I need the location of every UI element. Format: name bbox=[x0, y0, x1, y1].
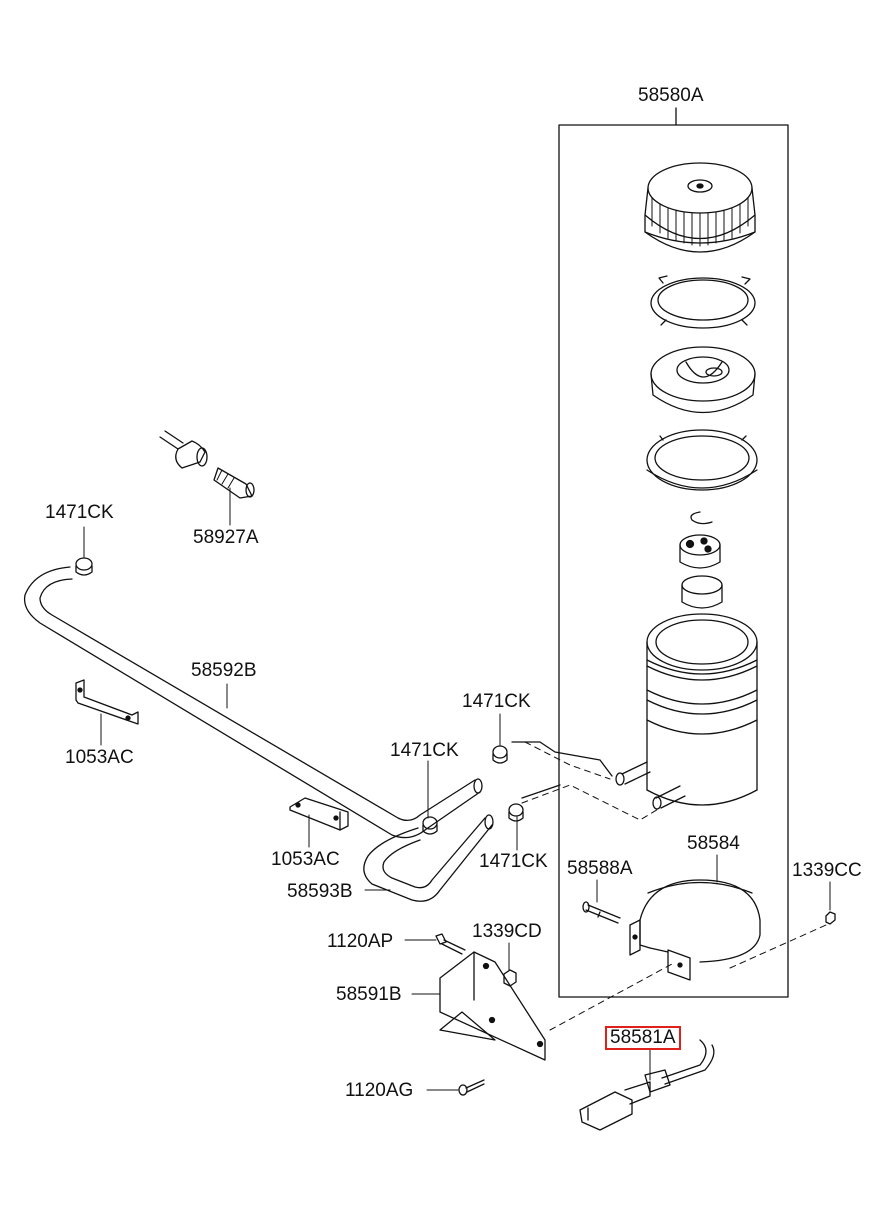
reservoir-assembly-frame bbox=[558, 124, 789, 998]
bracket-58591B bbox=[439, 951, 546, 1061]
label-58588A: 58588A bbox=[567, 858, 633, 879]
clamp-1471CK-a bbox=[75, 557, 93, 576]
nut-1339CC bbox=[825, 911, 836, 925]
label-1053AC-a: 1053AC bbox=[65, 747, 134, 768]
label-58593B: 58593B bbox=[287, 881, 353, 902]
label-1471CK-d: 1471CK bbox=[479, 851, 548, 872]
screw-1120AG bbox=[458, 1079, 485, 1096]
rubber-bushing bbox=[681, 575, 723, 609]
strainer bbox=[650, 346, 756, 414]
label-1053AC-b: 1053AC bbox=[271, 849, 340, 870]
label-1471CK-b: 1471CK bbox=[462, 691, 531, 712]
label-58591B: 58591B bbox=[336, 984, 402, 1005]
level-sensor-58581A bbox=[579, 1039, 715, 1131]
mounting-band bbox=[629, 879, 761, 981]
reservoir-cap bbox=[644, 162, 756, 253]
leader-lines bbox=[83, 487, 831, 1091]
clamp-1471CK-b bbox=[492, 745, 508, 764]
label-58592B: 58592B bbox=[191, 660, 257, 681]
label-58927A: 58927A bbox=[193, 527, 259, 548]
float-valve bbox=[679, 534, 721, 569]
bolt-58588A bbox=[582, 901, 621, 924]
label-58580A: 58580A bbox=[638, 85, 704, 106]
hose-58592B bbox=[23, 566, 483, 839]
nut-1339CD bbox=[503, 969, 517, 987]
gasket-ring bbox=[650, 275, 756, 329]
hose-connector-a bbox=[511, 741, 613, 777]
label-58584: 58584 bbox=[687, 833, 740, 854]
seal-ring bbox=[646, 429, 758, 491]
dashed-guides bbox=[521, 741, 827, 1031]
reservoir-body bbox=[615, 613, 758, 810]
label-58581A-highlighted[interactable]: 58581A bbox=[605, 1026, 681, 1050]
label-1471CK-c: 1471CK bbox=[390, 740, 459, 761]
label-1120AG: 1120AG bbox=[345, 1080, 414, 1101]
label-1471CK-a: 1471CK bbox=[45, 502, 114, 523]
clamp-1471CK-d bbox=[508, 803, 524, 822]
label-1120AP: 1120AP bbox=[327, 931, 394, 952]
label-1339CD: 1339CD bbox=[472, 921, 542, 942]
clamp-1471CK-c bbox=[422, 816, 438, 835]
hose-58593B bbox=[363, 814, 494, 902]
hose-connector-b bbox=[521, 784, 561, 799]
bracket-1053AC-b bbox=[289, 797, 349, 831]
fitting-58927A bbox=[159, 430, 255, 499]
bolt-1120AP bbox=[435, 933, 466, 955]
label-1339CC: 1339CC bbox=[792, 860, 862, 881]
snap-ring bbox=[690, 511, 713, 525]
bracket-1053AC-a bbox=[75, 679, 139, 725]
